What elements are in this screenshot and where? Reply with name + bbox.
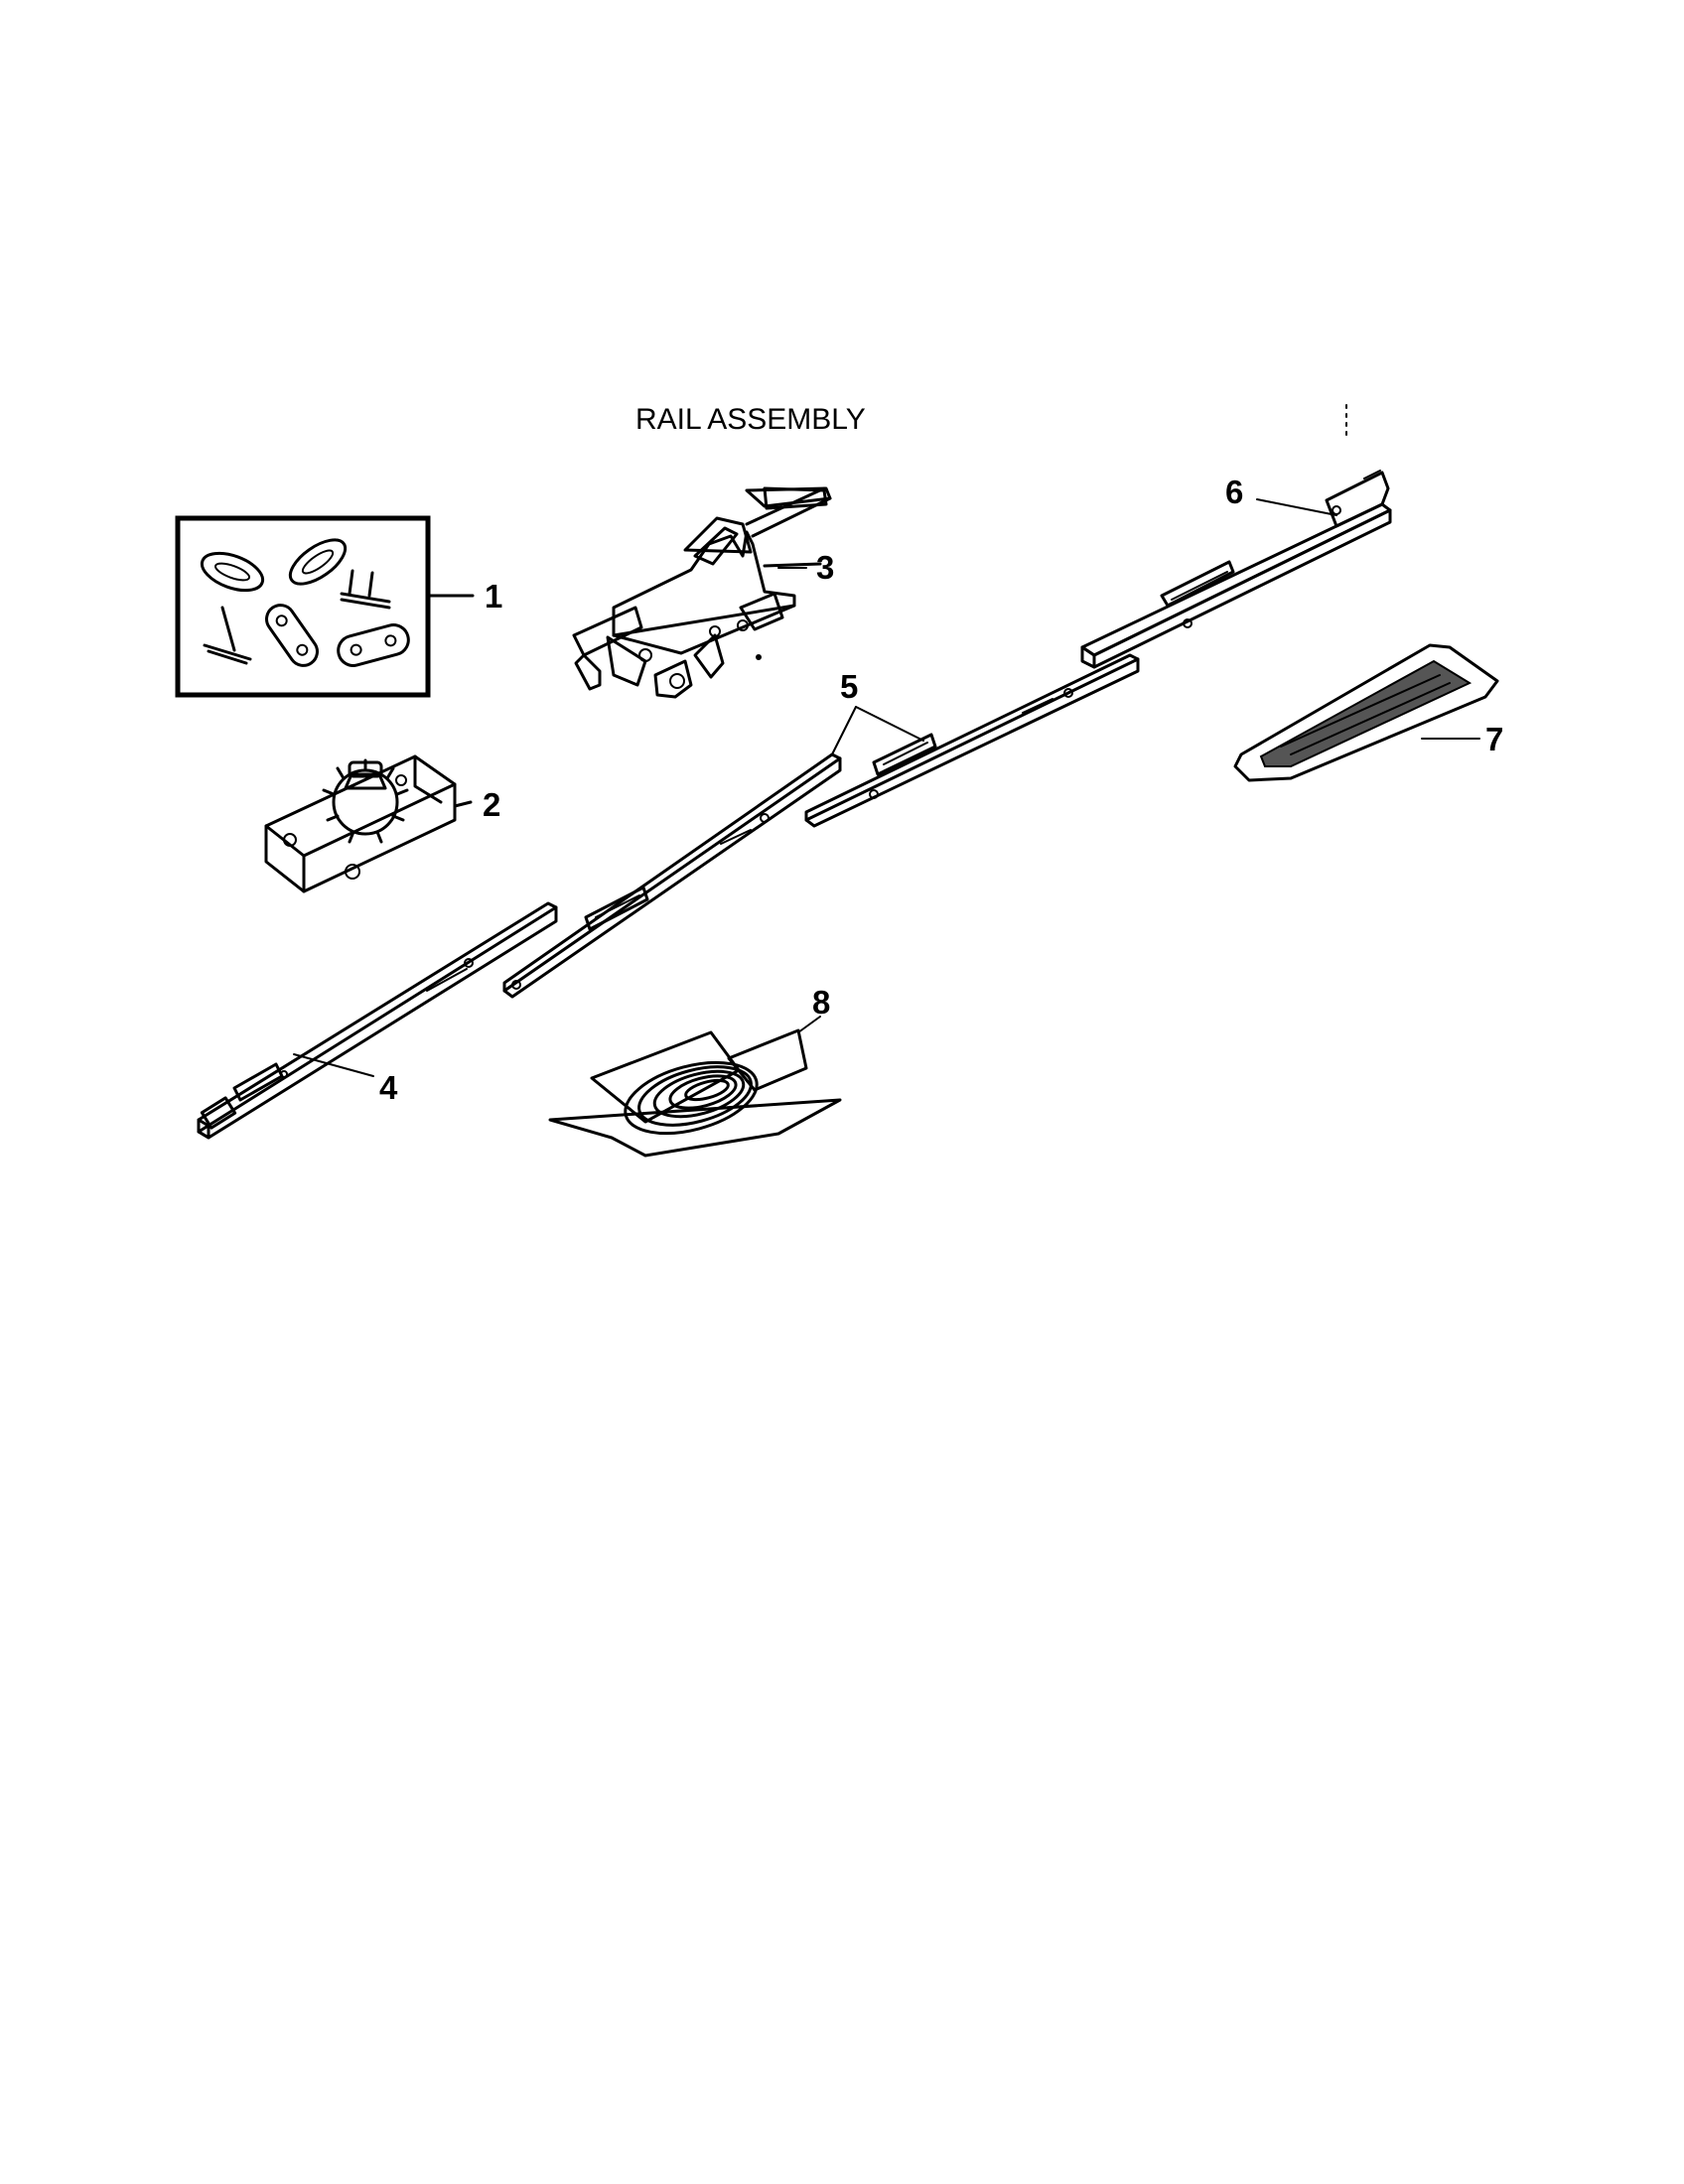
diagram-title: RAIL ASSEMBLY [635, 403, 866, 436]
part-8-chain-package [548, 1028, 842, 1158]
part-1-chain-link-kit [175, 515, 475, 698]
part-3-trolley [572, 486, 832, 699]
callout-2: 2 [483, 786, 500, 823]
callout-labels: 1 2 3 4 5 6 7 8 [379, 474, 1503, 1106]
part-6-front-rail [1080, 470, 1392, 669]
leader-lines [293, 498, 1480, 1077]
part-7-warning-label [1233, 643, 1499, 782]
part-4-rear-rail [197, 901, 558, 1140]
callout-7: 7 [1485, 721, 1503, 757]
callout-8: 8 [812, 984, 830, 1021]
part-5-center-rail-sections [502, 653, 1140, 999]
callout-4: 4 [379, 1069, 398, 1106]
callout-3: 3 [816, 549, 834, 586]
part-2-idler-bracket [264, 754, 473, 893]
callout-1: 1 [485, 578, 502, 614]
callout-5: 5 [840, 668, 858, 705]
callout-6: 6 [1225, 474, 1243, 510]
